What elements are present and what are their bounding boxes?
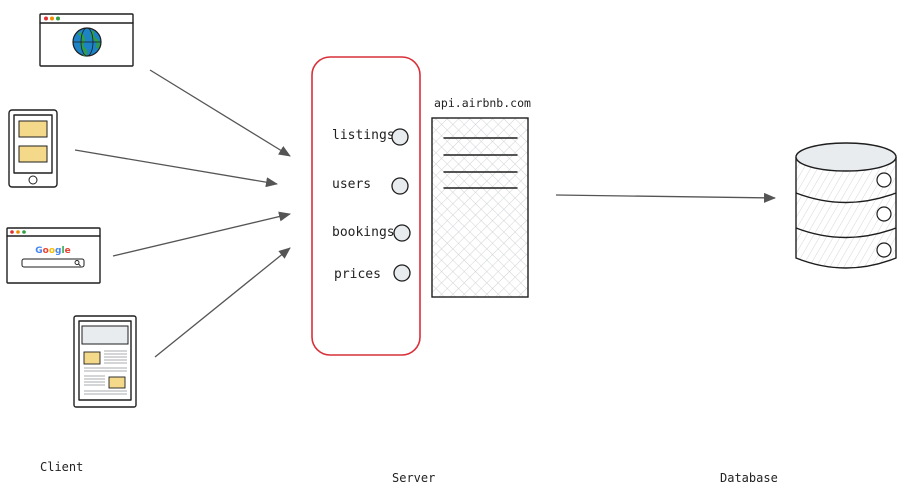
phone-content-card [18, 120, 48, 138]
request-arrow [154, 247, 291, 358]
endpoint-label-listings: listings [332, 128, 395, 143]
search-bar [21, 258, 85, 268]
query-arrow [555, 192, 776, 203]
endpoint-port-prices [393, 264, 411, 282]
server-box [311, 56, 421, 356]
search-engine-client: Google [6, 227, 101, 284]
database-icon [795, 142, 897, 269]
endpoint-port-bookings [393, 224, 411, 242]
server-section-label: Server [392, 471, 435, 485]
endpoint-label-bookings: bookings [332, 225, 395, 240]
mobile-phone-client [8, 109, 58, 188]
google-icon: Google [35, 246, 70, 256]
database-section-label: Database [720, 471, 778, 485]
phone-home-button [28, 175, 38, 185]
window-minimize-dot [50, 16, 54, 21]
database-indicator [876, 242, 892, 258]
endpoint-port-listings [391, 128, 409, 146]
tablet-text-lines [84, 350, 127, 395]
tablet-image-card [108, 376, 126, 389]
tablet-client [73, 315, 137, 408]
tablet-image-card [83, 351, 101, 365]
endpoint-label-prices: prices [334, 267, 381, 282]
search-icon [74, 260, 81, 267]
database-indicator [876, 172, 892, 188]
api-host-label: api.airbnb.com [434, 96, 531, 110]
endpoint-port-users [391, 177, 409, 195]
request-arrow [74, 149, 278, 188]
phone-content-card [18, 145, 48, 163]
request-arrow [149, 69, 291, 157]
endpoint-label-users: users [332, 177, 371, 192]
web-browser-client [39, 13, 134, 67]
database-indicator [876, 206, 892, 222]
api-document-icon [431, 117, 529, 298]
globe-icon [72, 27, 102, 58]
client-section-label: Client [40, 460, 83, 474]
request-arrow [112, 211, 291, 257]
window-maximize-dot [56, 16, 60, 21]
window-close-dot [44, 16, 48, 21]
